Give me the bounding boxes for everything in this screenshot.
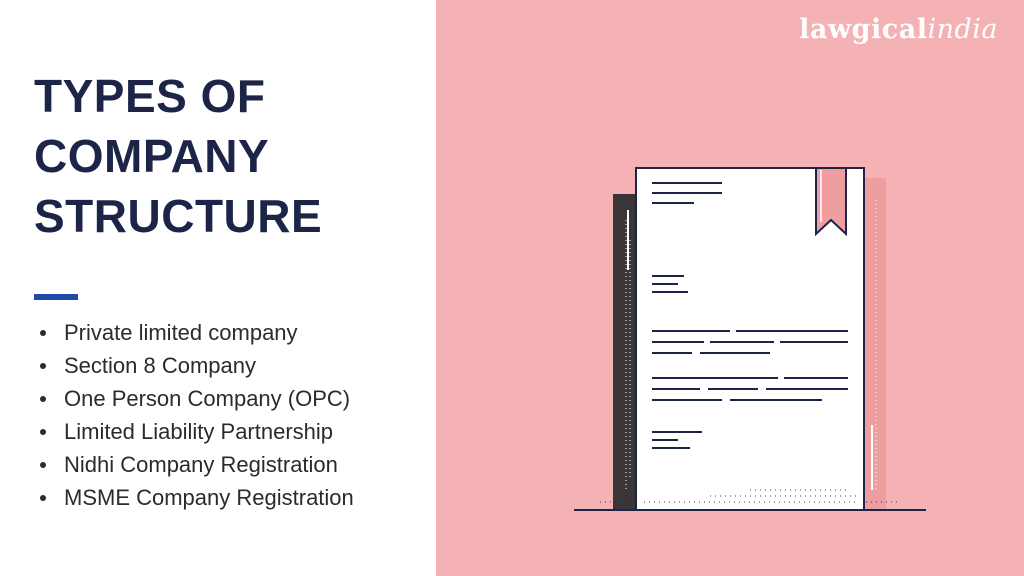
bullet-icon [40, 495, 46, 501]
list-item-text: MSME Company Registration [64, 485, 354, 510]
list-item-text: Private limited company [64, 320, 298, 345]
bullet-icon [40, 462, 46, 468]
logo-text-part2: india [927, 14, 998, 45]
bullet-icon [40, 363, 46, 369]
brand-logo: lawgicalindia [799, 14, 998, 45]
bullet-icon [40, 330, 46, 336]
list-item-text: Nidhi Company Registration [64, 452, 338, 477]
title-line: STRUCTURE [34, 190, 323, 242]
list-item-text: Section 8 Company [64, 353, 256, 378]
document-text-lines [652, 182, 848, 449]
bullet-icon [40, 396, 46, 402]
list-item: Limited Liability Partnership [38, 415, 354, 448]
left-panel: TYPES OF COMPANY STRUCTURE Private limit… [0, 0, 436, 576]
list-item: One Person Company (OPC) [38, 382, 354, 415]
title-line: TYPES OF [34, 70, 266, 122]
document-icon [574, 167, 926, 511]
list-item: Private limited company [38, 316, 354, 349]
list-item-text: Limited Liability Partnership [64, 419, 334, 444]
list-item-text: One Person Company (OPC) [64, 386, 351, 411]
company-types-list: Private limited company Section 8 Compan… [38, 316, 354, 514]
document-spine [613, 194, 635, 510]
bookmark-icon [815, 167, 847, 237]
logo-text-part1: lawgical [799, 14, 928, 45]
list-item: Section 8 Company [38, 349, 354, 382]
list-item: Nidhi Company Registration [38, 448, 354, 481]
bullet-icon [40, 429, 46, 435]
list-item: MSME Company Registration [38, 481, 354, 514]
title-underline [34, 294, 78, 300]
title-line: COMPANY [34, 130, 270, 182]
page-title: TYPES OF COMPANY STRUCTURE [34, 66, 322, 246]
